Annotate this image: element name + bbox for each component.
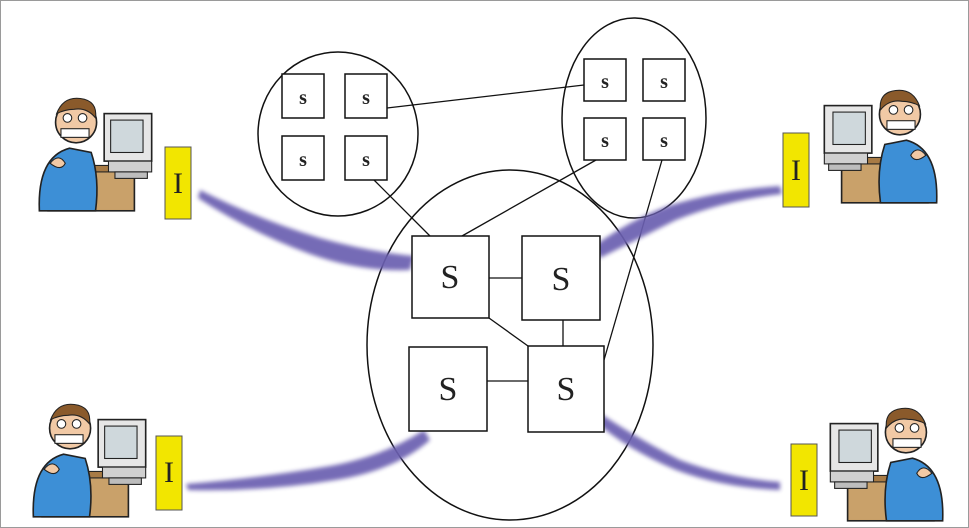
interface-box-bottom-right: I — [790, 443, 818, 517]
server-large-1: S — [411, 235, 490, 319]
svg-text:S: S — [439, 371, 458, 408]
user-at-computer-icon — [38, 97, 153, 212]
blue-links — [186, 186, 782, 491]
server-small-tl-2: s — [344, 73, 388, 119]
svg-text:S: S — [557, 371, 576, 408]
top-left-cluster-ellipse — [257, 51, 419, 217]
svg-text:s: s — [660, 130, 668, 152]
interface-box-top-right: I — [782, 132, 810, 208]
server-small-tl-3: s — [281, 135, 325, 181]
svg-text:I: I — [164, 456, 174, 489]
server-small-tl-1: s — [281, 73, 325, 119]
svg-text:s: s — [299, 149, 307, 171]
top-right-cluster-ellipse — [561, 17, 707, 219]
svg-text:s: s — [362, 87, 370, 109]
interface-box-top-left: I — [164, 146, 192, 220]
server-small-tr-1: s — [583, 58, 627, 102]
svg-text:I: I — [799, 464, 809, 497]
user-at-computer-icon — [829, 407, 944, 522]
server-small-tr-4: s — [642, 117, 686, 161]
user-at-computer-icon — [32, 403, 147, 518]
svg-text:s: s — [601, 130, 609, 152]
svg-text:s: s — [601, 71, 609, 93]
interface-box-bottom-left: I — [155, 435, 183, 511]
server-small-tl-4: s — [344, 135, 388, 181]
user-at-computer-icon — [823, 89, 938, 204]
svg-text:S: S — [441, 259, 460, 296]
connection-lines — [373, 84, 663, 382]
svg-text:s: s — [299, 87, 307, 109]
server-large-4: S — [527, 345, 605, 433]
svg-text:I: I — [791, 154, 801, 187]
center-cluster-ellipse — [366, 169, 654, 521]
server-large-2: S — [521, 235, 601, 321]
svg-text:s: s — [660, 71, 668, 93]
server-large-3: S — [408, 346, 488, 432]
svg-text:s: s — [362, 149, 370, 171]
server-small-tr-2: s — [642, 58, 686, 102]
svg-text:I: I — [173, 167, 183, 200]
svg-text:S: S — [552, 261, 571, 298]
server-small-tr-3: s — [583, 117, 627, 161]
